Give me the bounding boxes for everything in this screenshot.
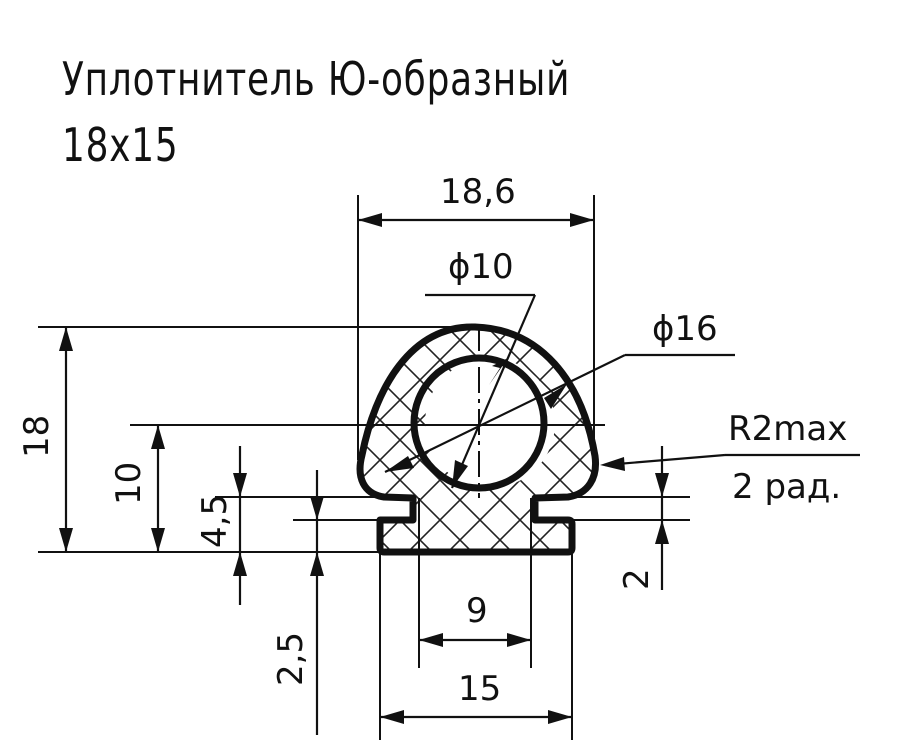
dim-height-neck-label: 4,5: [195, 494, 235, 548]
dim-inner-diameter-label: ϕ10: [448, 247, 514, 287]
radius-note-line2: 2 рад.: [732, 467, 841, 507]
dim-outer-diameter-label: ϕ16: [652, 309, 718, 349]
radius-note-line1: R2max: [728, 409, 847, 449]
dim-neck-width-label: 9: [466, 591, 488, 631]
dimension-lines: [64, 218, 860, 735]
drawing-size-label: 18х15: [62, 118, 179, 172]
dim-height-base-label: 2,5: [271, 632, 311, 686]
dim-height-total-label: 18: [17, 415, 57, 458]
dim-height-center-label: 10: [109, 462, 149, 505]
dimension-arrows: [59, 213, 669, 724]
dim-width-top-label: 18,6: [440, 172, 516, 212]
dim-base-width-label: 15: [458, 669, 501, 709]
dim-flange-thickness-label: 2: [617, 568, 657, 590]
drawing-title: Уплотнитель Ю-образный: [62, 52, 571, 106]
